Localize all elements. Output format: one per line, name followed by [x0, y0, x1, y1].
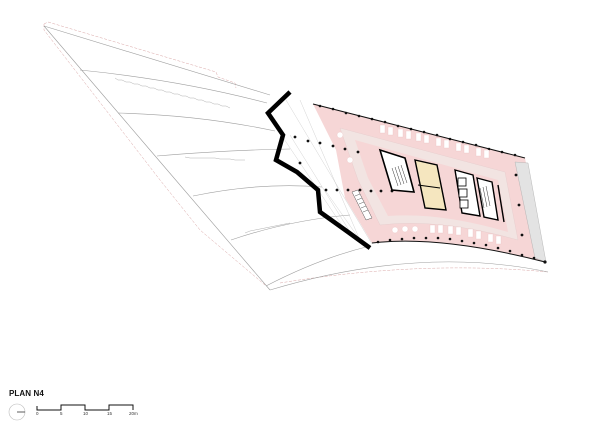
scale-tick-0: 0	[36, 411, 39, 416]
site-boundary	[43, 21, 549, 286]
scale-tick-20m: 20m	[129, 411, 138, 416]
structural-facade-wall	[265, 90, 372, 250]
north-arrow-icon	[8, 403, 26, 421]
scale-tick-5: 5	[60, 411, 63, 416]
atrium-stair	[351, 189, 373, 221]
scale-bar	[36, 404, 134, 411]
stair-2	[479, 185, 491, 209]
stair-1	[391, 164, 408, 187]
atrium-lines	[277, 99, 373, 246]
office-desks	[336, 124, 502, 245]
terrace-outline	[43, 25, 549, 291]
scale-tick-15: 15	[107, 411, 113, 416]
plan-title: PLAN N4	[9, 389, 44, 398]
scale-tick-10: 10	[83, 411, 89, 416]
bottom-facade-mullions	[371, 236, 547, 264]
railing-segments	[114, 77, 291, 234]
structural-columns	[293, 135, 524, 237]
building-core	[378, 148, 505, 223]
top-facade-mullions	[312, 103, 526, 159]
